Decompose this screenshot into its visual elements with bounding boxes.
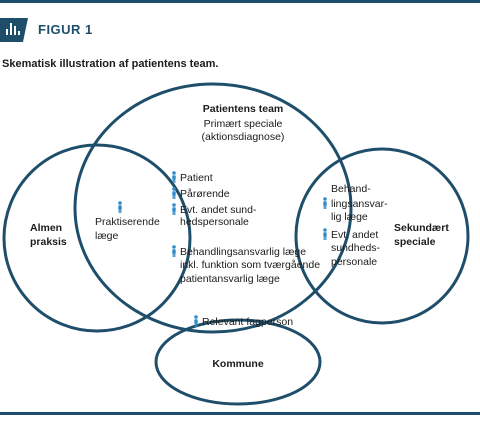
item-patient-label: Patient [180, 172, 213, 184]
item-responsible-doctor-line2: inkl. funktion som tværgående [180, 259, 321, 271]
left-overlap-line2: læge [95, 230, 119, 242]
bottom-circle [154, 318, 322, 406]
bottom-circle-label: Kommune [212, 358, 264, 370]
item-responsible-doctor-line3: patientansvarlig læge [180, 273, 280, 285]
item-relatives-label: Pårørende [180, 188, 230, 200]
figure-label: FIGUR 1 [38, 22, 93, 37]
person-icon [172, 187, 176, 199]
left-circle-line2: praksis [30, 236, 67, 248]
person-icon [323, 228, 327, 240]
item-health-staff-line2: hedspersonale [180, 216, 249, 228]
item-health-staff-line1: Evt. andet sund- [180, 204, 257, 216]
right-circle [294, 147, 470, 325]
right-overlap-item1-line3: lig læge [331, 211, 368, 223]
person-icon [323, 197, 327, 209]
person-icon [172, 171, 176, 183]
top-rule [0, 0, 480, 3]
person-icon [118, 201, 122, 213]
right-overlap-item2-line3: personale [331, 256, 378, 268]
main-circle-subtitle-2: (aktionsdiagnose) [201, 131, 285, 143]
main-circle [73, 82, 353, 334]
left-overlap-line1: Praktiserende [95, 216, 160, 228]
item-responsible-doctor-line1: Behandlingsansvarlig læge [180, 246, 307, 258]
main-circle-title: Patientens team [202, 103, 284, 115]
item-relatives: Pårørende [170, 187, 230, 201]
item-health-staff: Evt. andet sund- [170, 203, 256, 217]
left-overlap-icon [116, 201, 126, 215]
left-circle [2, 143, 192, 333]
item-patient: Patient [170, 171, 213, 185]
bar-chart-icon [6, 23, 20, 35]
person-icon [172, 245, 176, 257]
right-circle-line2: speciale [394, 236, 436, 248]
bottom-overlap-label: Relevant fagperson [202, 316, 294, 328]
person-icon [194, 315, 198, 327]
right-overlap-item2-line1-text: Evt. andet [331, 229, 379, 241]
bottom-rule [0, 412, 480, 415]
figure-badge [0, 18, 28, 42]
right-circle-line1: Sekundært [394, 222, 449, 234]
right-overlap-item2-line1: Evt. andet [321, 228, 378, 242]
bottom-overlap-item: Relevant fagperson [192, 315, 293, 329]
right-overlap-item1-line1: Behand- [331, 183, 371, 195]
item-responsible-doctor: Behandlingsansvarlig læge [170, 245, 306, 259]
main-circle-subtitle-1: Primært speciale [203, 118, 283, 130]
right-overlap-item2-line2: sundheds- [331, 242, 381, 254]
right-overlap-item1-line2-text: lingsansvar- [331, 198, 388, 210]
figure-caption: Skematisk illustration af patientens tea… [2, 58, 219, 70]
right-overlap-item1-line2: lingsansvar- [321, 197, 388, 211]
person-icon [172, 203, 176, 215]
left-circle-line1: Almen [30, 222, 63, 234]
